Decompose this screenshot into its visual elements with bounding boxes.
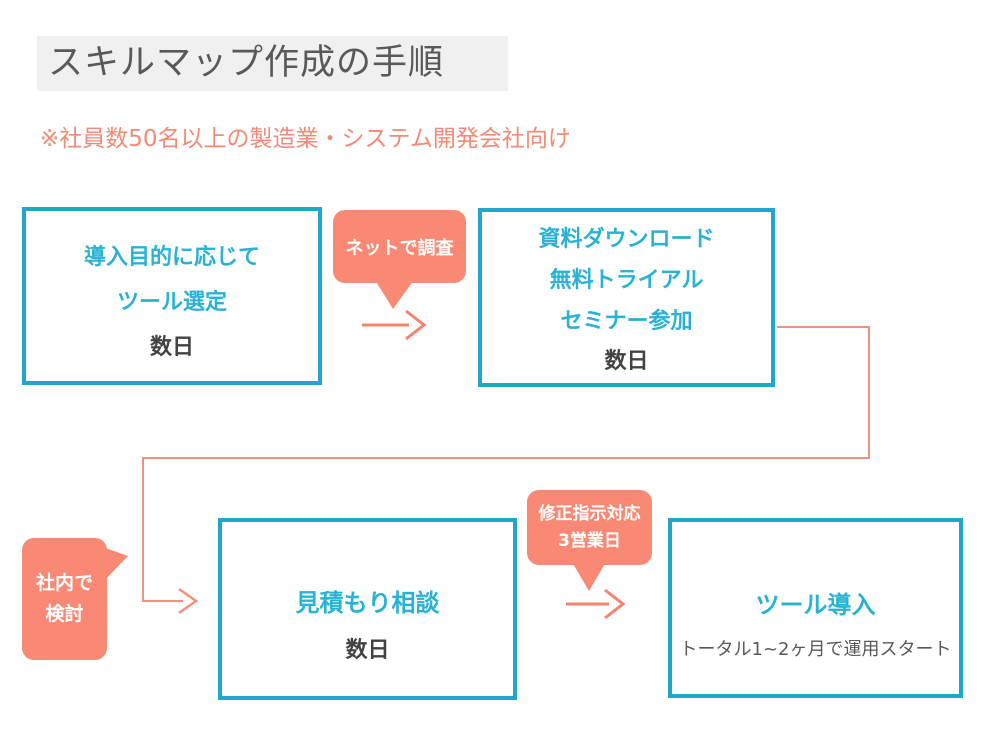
step-note: トータル1~2ヶ月で運用スタート — [679, 639, 952, 660]
callout-line: 修正指示対応 — [538, 503, 641, 524]
callout-line: 社内で — [35, 572, 93, 594]
callout-net-research: ネットで調査 — [333, 210, 466, 283]
callout-line: 3営業日 — [558, 530, 621, 551]
step-line: 資料ダウンロード — [538, 226, 715, 252]
callout-revision-response: 修正指示対応 3営業日 — [527, 490, 652, 565]
step-line: ツール選定 — [116, 290, 227, 315]
arrow-right-icon — [362, 309, 427, 341]
arrow-right-icon — [566, 588, 626, 620]
step-box-information-gathering: 資料ダウンロード 無料トライアル セミナー参加 数日 — [478, 208, 775, 387]
page-title-block: スキルマップ作成の手順 — [37, 36, 508, 91]
page-title: スキルマップ作成の手順 — [48, 43, 445, 83]
step-line: ツール導入 — [755, 591, 876, 619]
step-line: 無料トライアル — [549, 267, 704, 293]
page-subtitle: ※社員数50名以上の製造業・システム開発会社向け — [40, 126, 571, 152]
callout-line: 検討 — [45, 603, 84, 625]
step-box-tool-selection: 導入目的に応じて ツール選定 数日 — [22, 207, 322, 385]
bubble-tail-down — [572, 562, 606, 591]
step-box-estimate-consultation: 見積もり相談 数日 — [218, 518, 517, 700]
step-line: セミナー参加 — [560, 308, 693, 334]
step-box-tool-introduction: ツール導入 トータル1~2ヶ月で運用スタート — [668, 518, 963, 698]
callout-line: ネットで調査 — [345, 237, 454, 259]
step-duration: 数日 — [149, 335, 194, 360]
step-line: 見積もり相談 — [295, 589, 440, 617]
bubble-tail-down — [375, 280, 414, 309]
step-duration: 数日 — [345, 638, 390, 663]
step-duration: 数日 — [604, 348, 649, 374]
step-line: 導入目的に応じて — [83, 245, 260, 270]
callout-internal-review: 社内で 検討 — [22, 538, 107, 660]
